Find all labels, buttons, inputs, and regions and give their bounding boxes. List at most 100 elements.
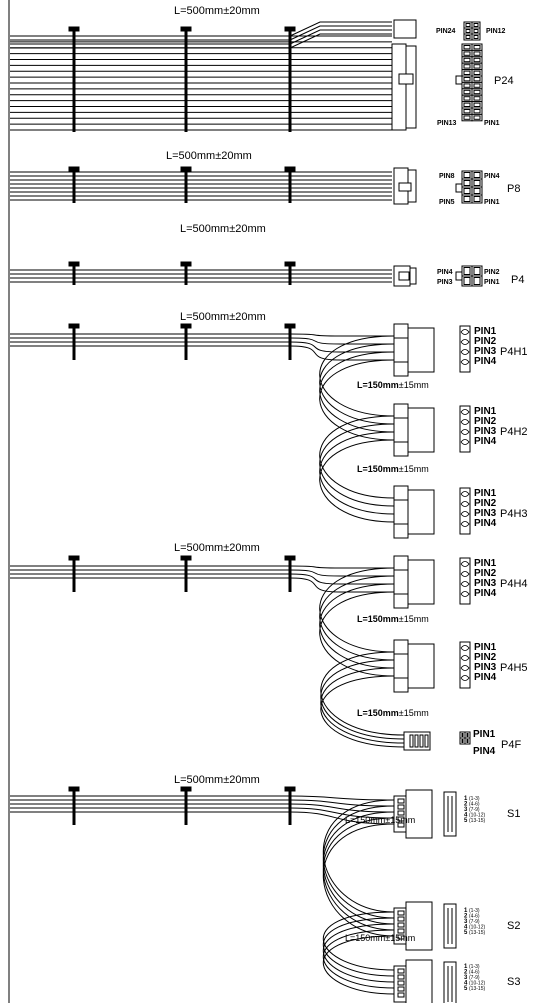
p24-name: P24 <box>494 75 514 87</box>
wire-path <box>289 803 395 813</box>
sata-name-2: S2 <box>507 920 520 932</box>
s2-contact <box>397 934 405 940</box>
p24-top-pin-grid-cell <box>465 23 471 27</box>
wire-path <box>289 795 395 801</box>
sata-pin-label: 5 (13-15) <box>464 986 485 992</box>
p4h5-pin <box>460 665 470 671</box>
p24-main-pin-grid-cell <box>473 89 481 95</box>
wire-path <box>289 573 394 585</box>
wire-path <box>323 935 395 995</box>
s3-pin-icon <box>443 961 457 1003</box>
sata-length-1: L=150mm±15mm <box>345 815 415 825</box>
p4-latch <box>398 271 410 281</box>
wire-path <box>289 25 392 41</box>
p24-top-pin-grid-cell <box>473 23 479 27</box>
molex-pin-label: PIN3 <box>474 508 497 519</box>
p24-main-pin-grid-cell <box>473 109 481 114</box>
sata-pin-label: 3 (7-9) <box>464 919 480 925</box>
p4h5-pin <box>460 655 470 661</box>
sata-pin-label: 5 (13-15) <box>464 818 485 824</box>
p4h1-pin <box>460 339 470 345</box>
p24-main-pin-grid-cell <box>463 70 471 75</box>
p4f-wire <box>320 675 405 748</box>
p8-pin1-label: PIN1 <box>484 199 500 206</box>
p8-pin-grid-cell <box>473 180 481 186</box>
length-label-molex2: L=500mm±20mm <box>174 542 260 554</box>
p4h3-pin <box>460 511 470 517</box>
molex1-link <box>319 439 395 523</box>
p8-pin-grid-cell <box>463 188 471 194</box>
p24-main-body <box>391 43 407 131</box>
p4-pin4-label: PIN4 <box>437 269 453 276</box>
sub-length-4: L=150mm±15mm <box>357 708 429 718</box>
p24-main-pin-grid-cell <box>473 115 481 120</box>
length-label-p4: L=500mm±20mm <box>180 223 266 235</box>
p24-pin1-label: PIN1 <box>484 120 500 127</box>
p4f-pin-grid-cell <box>461 733 464 737</box>
svg-text:L=150mm±15mm: L=150mm±15mm <box>357 464 429 474</box>
s1-contact <box>397 798 405 804</box>
p8-name: P8 <box>507 183 520 195</box>
p8-pin-grid-cell <box>473 172 481 178</box>
p24-main-pin-grid-cell <box>463 51 471 56</box>
sata-pin-labels: 1 (1-3)2 (4-6)3 (7-9)4 (10-12)5 (13-15)1… <box>464 796 485 992</box>
p8-pin-latch <box>455 183 463 193</box>
s3-contact <box>397 980 405 986</box>
p4-pin2-label: PIN2 <box>484 269 500 276</box>
molex-name: P4H5 <box>500 662 528 674</box>
molex-pin-label: PIN1 <box>474 326 497 337</box>
p8-pin5-label: PIN5 <box>439 199 455 206</box>
molex-pin-label: PIN3 <box>474 578 497 589</box>
molex-pin-label: PIN4 <box>474 672 497 683</box>
s2-contact <box>397 910 405 916</box>
p4h3-body <box>393 485 409 539</box>
sata-name-3: S3 <box>507 976 520 988</box>
length-label-p8: L=500mm±20mm <box>166 150 252 162</box>
p4h2-pin <box>460 429 470 435</box>
s2-contact <box>397 928 405 934</box>
p24-top-pin-grid-cell <box>465 35 471 39</box>
s3-front <box>405 959 433 1003</box>
length-label-molex1: L=500mm±20mm <box>180 311 266 323</box>
p24-main-pin-grid-cell <box>463 115 471 120</box>
molex-name: P4H3 <box>500 508 528 520</box>
wire-path <box>323 823 395 937</box>
p8-pin-grid-cell <box>473 188 481 194</box>
p24-main-pin-grid-cell <box>473 96 481 101</box>
p4-pin-grid-cell <box>463 277 471 285</box>
p4h1-pin <box>460 349 470 355</box>
molex-pin-label: PIN3 <box>474 426 497 437</box>
p4-pin1-label: PIN1 <box>484 279 500 286</box>
p4h2-body <box>393 403 409 457</box>
p4h3-front <box>407 489 435 535</box>
wire-path <box>289 569 394 577</box>
p4h1-pin <box>460 329 470 335</box>
p4h2-pin <box>460 439 470 445</box>
molex-pin-label: PIN4 <box>474 518 497 529</box>
p4f-pin4-label: PIN4 <box>473 746 496 757</box>
sata-pin-label: 5 (13-15) <box>464 930 485 936</box>
p24-main-pin-grid-cell <box>463 109 471 114</box>
molex-pin-label: PIN3 <box>474 662 497 673</box>
sata-pin-label: 2 (4-6) <box>464 914 480 920</box>
p8-pin-grid-cell <box>463 196 471 202</box>
p24-main-pin-grid-cell <box>473 77 481 82</box>
molex-labels: PIN1PIN2PIN3PIN4P4H1PIN1PIN2PIN3PIN4P4H2… <box>474 326 528 683</box>
wire-path <box>289 21 392 37</box>
p4h1-body <box>393 323 409 377</box>
molex-pin-label: PIN1 <box>474 406 497 417</box>
p4h4-pin <box>460 571 470 577</box>
p4-pin-grid-cell <box>473 267 481 275</box>
p24-main-pin-grid-cell <box>463 45 471 50</box>
molex-pin-label: PIN2 <box>474 568 497 579</box>
p4f-pin-grid-cell <box>466 739 469 743</box>
sata-pin-label: 4 (10-12) <box>464 981 485 987</box>
s1-contact <box>397 816 405 822</box>
p24-pin-latch <box>455 75 463 85</box>
molex-pin-label: PIN1 <box>474 558 497 569</box>
p4h4-pin <box>460 581 470 587</box>
sata-length-2: L=150mm±15mm <box>345 933 415 943</box>
p24-main-pin-grid-cell <box>473 70 481 75</box>
wire-path <box>289 33 392 49</box>
